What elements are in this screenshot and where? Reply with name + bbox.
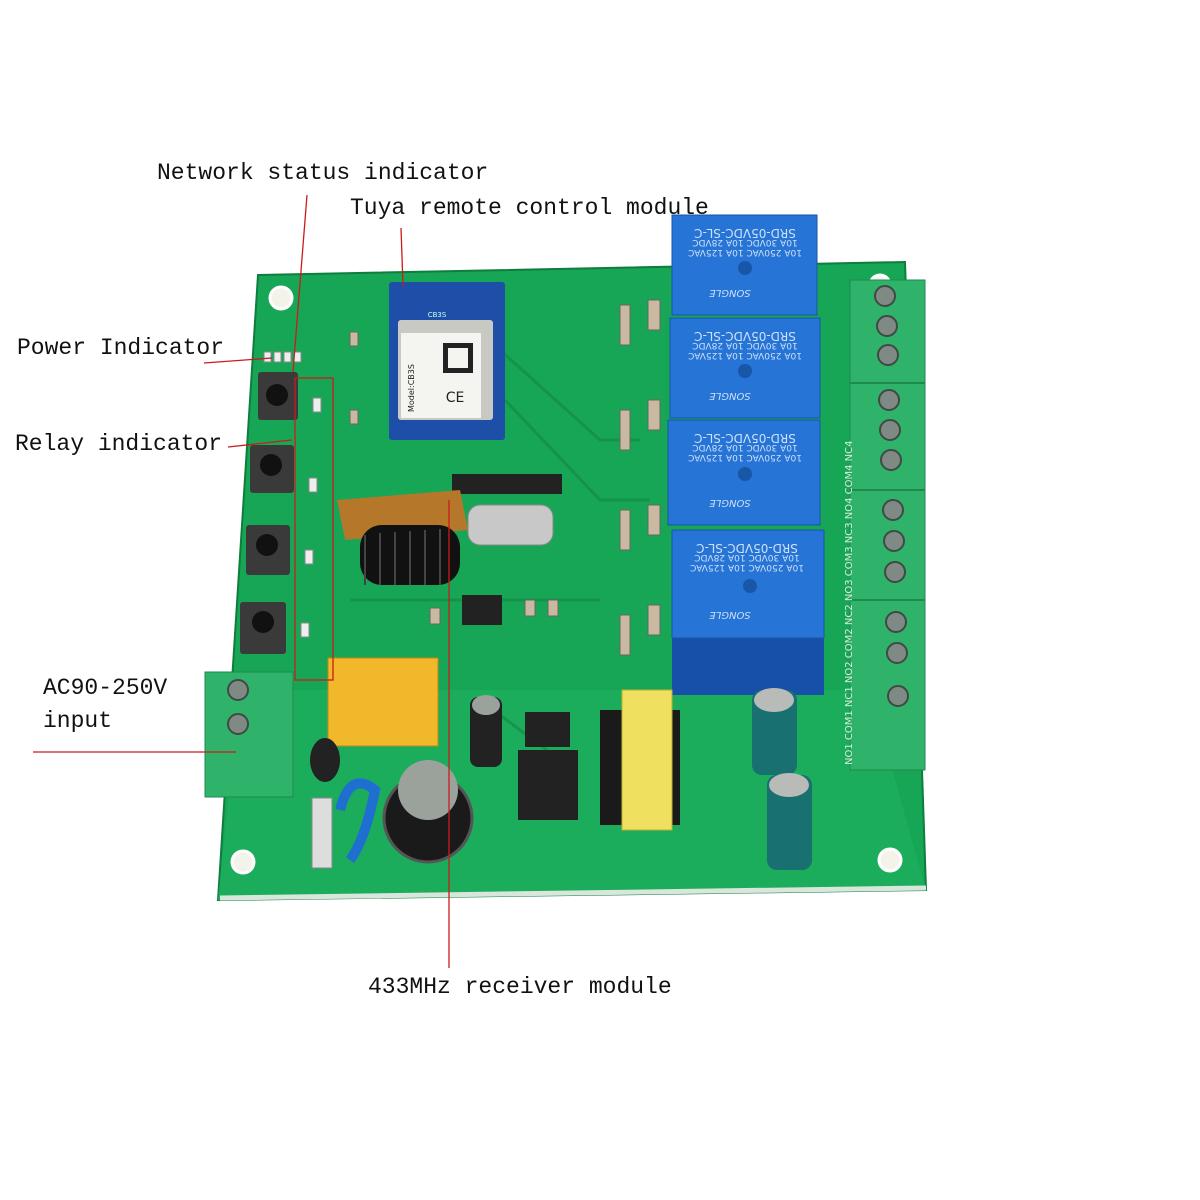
relay-model-text: SRD-05VDC-SL-C [696, 541, 798, 555]
label-433mhz-receiver-module: 433MHz receiver module [368, 974, 672, 1000]
x-capacitor [327, 657, 439, 747]
relay-brand-text: SONGLE [709, 609, 751, 620]
relay-rating-dc: 10A 30VDC 10A 28VDC [692, 442, 797, 452]
relay-brand-text: SONGLE [709, 497, 751, 508]
relay-model-text: SRD-05VDC-SL-C [694, 431, 796, 445]
relay-brand-text: SONGLE [709, 390, 751, 401]
tactile-buttons [240, 372, 298, 654]
ac-input-terminal [204, 671, 294, 798]
wifi-model-label: Model:CB3S [407, 364, 416, 412]
relay-model-text: SRD-05VDC-SL-C [694, 226, 796, 240]
terminal-labels: NO1 COM1 NC1 NO2 COM2 NC2 NO3 COM3 NC3 N… [844, 441, 855, 766]
label-power-indicator: Power Indicator [17, 335, 225, 361]
tuya-wifi-module: CE Model:CB3S CB3S [389, 282, 505, 440]
relay-rating-ac: 10A 250VAC 10A 125VAC [688, 452, 802, 462]
annotation-leader-lines [33, 194, 450, 968]
relay-model-text: SRD-05VDC-SL-C [694, 329, 796, 343]
relay-rating-dc: 10A 30VDC 10A 28VDC [692, 340, 797, 350]
relay-rating-ac: 10A 250VAC 10A 125VAC [690, 562, 804, 572]
relay-rating-ac: 10A 250VAC 10A 125VAC [688, 247, 802, 257]
label-network-status-indicator: Network status indicator [157, 160, 489, 186]
mounting-holes [230, 273, 903, 875]
wifi-chip-label: CB3S [428, 311, 447, 319]
svg-text:CE: CE [446, 390, 465, 406]
label-ac-input-line2: input [43, 708, 113, 734]
relay-brand-text: SONGLE [709, 287, 751, 298]
label-ac-input-line1: AC90-250V [43, 675, 168, 701]
label-relay-indicator: Relay indicator [15, 431, 223, 457]
label-tuya-remote-control-module: Tuya remote control module [350, 195, 709, 221]
relay-rating-dc: 10A 30VDC 10A 28VDC [694, 552, 799, 562]
output-terminal-blocks: NO1 COM1 NC1 NO2 COM2 NC2 NO3 COM3 NC3 N… [844, 279, 926, 771]
relay-rating-ac: 10A 250VAC 10A 125VAC [688, 350, 802, 360]
relays: SRD-05VDC-SL-C SRD-05VDC-SL-C SRD-05VDC-… [667, 214, 825, 695]
rf-433-receiver [337, 474, 562, 585]
relay-rating-dc: 10A 30VDC 10A 28VDC [692, 237, 797, 247]
